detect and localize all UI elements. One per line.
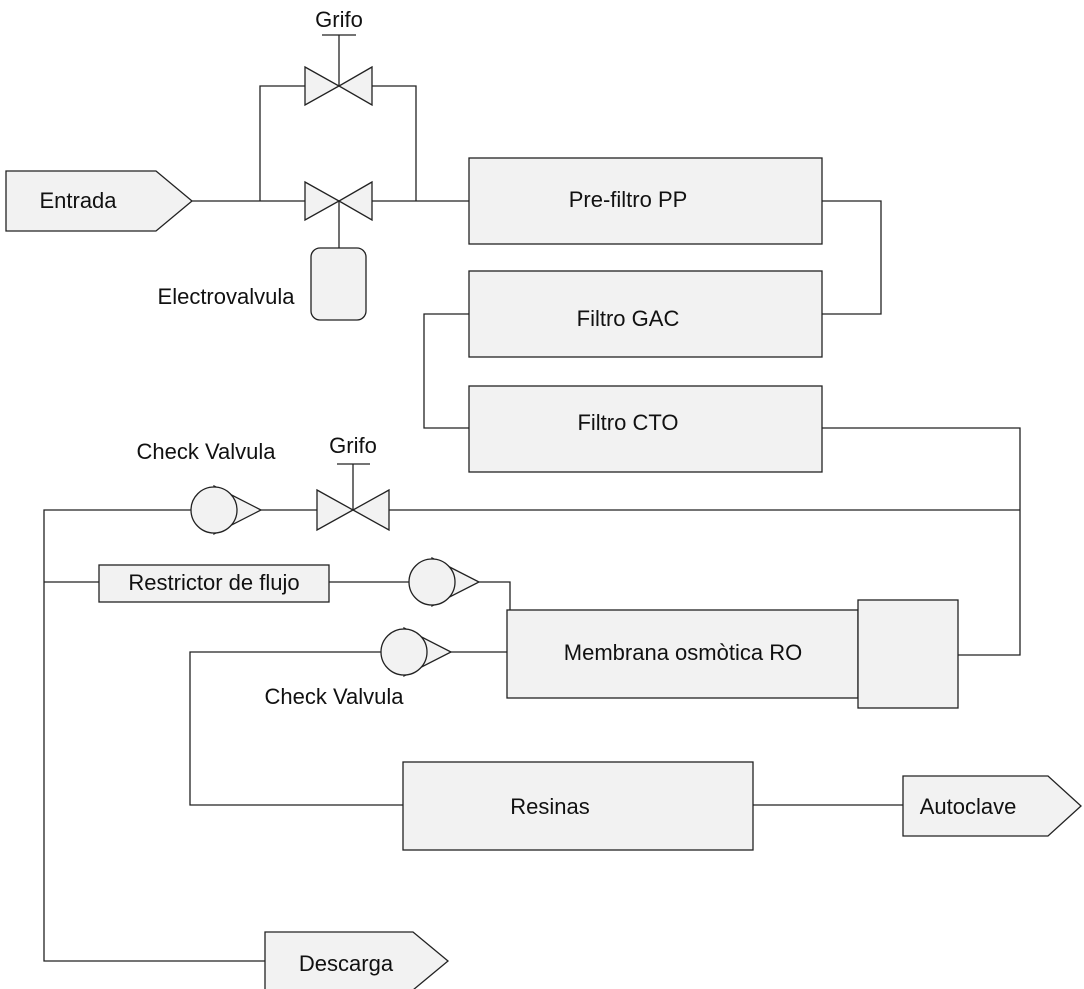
check-valve-restrictor[interactable] xyxy=(408,556,481,608)
pipe-gac-cto xyxy=(423,313,469,429)
entrada-label: Entrada xyxy=(39,188,117,213)
prefiltro-label: Pre-filtro PP xyxy=(569,187,688,212)
resinas-label: Resinas xyxy=(510,794,589,819)
descarga-node: Descarga xyxy=(264,931,450,989)
membrana-housing xyxy=(857,599,959,709)
check-valve-top[interactable] xyxy=(190,484,263,536)
grifo-top-label: Grifo xyxy=(315,7,363,32)
filtro-cto-label: Filtro CTO xyxy=(577,410,678,435)
grifo-mid-label: Grifo xyxy=(329,433,377,458)
filtro-gac-label: Filtro GAC xyxy=(577,306,680,331)
descarga-label: Descarga xyxy=(299,951,394,976)
filtro-cto-box: Filtro CTO xyxy=(468,385,823,473)
pipe-cto-trunk xyxy=(822,427,1021,656)
autoclave-node: Autoclave xyxy=(902,775,1082,837)
entrada-node: Entrada xyxy=(5,170,194,232)
pipe-check-left-trunk xyxy=(43,509,265,962)
check-valvula-bottom-label: Check Valvula xyxy=(265,684,405,709)
check-valve-bottom[interactable] xyxy=(380,626,453,678)
restrictor-label: Restrictor de flujo xyxy=(128,570,299,595)
gate-valve-mid[interactable] xyxy=(316,488,390,532)
autoclave-label: Autoclave xyxy=(920,794,1017,819)
pipes xyxy=(43,34,1021,962)
gate-valve-top[interactable] xyxy=(304,65,373,107)
membrana-box: Membrana osmòtica RO xyxy=(506,599,959,709)
solenoid-actuator xyxy=(310,247,367,321)
prefiltro-box: Pre-filtro PP xyxy=(468,157,823,245)
pipe-bypass-left xyxy=(259,85,305,201)
pipe-check-membrane-reject xyxy=(479,581,511,610)
pipe-prefilter-gac xyxy=(822,200,882,315)
pipe-check-resinas xyxy=(189,651,403,806)
membrana-label: Membrana osmòtica RO xyxy=(564,640,802,665)
filtro-gac-box: Filtro GAC xyxy=(468,270,823,358)
electrovalvula-label: Electrovalvula xyxy=(158,284,296,309)
pipe-bypass-right xyxy=(372,85,417,201)
solenoid-valve[interactable] xyxy=(304,180,373,321)
resinas-box: Resinas xyxy=(402,761,754,851)
restrictor-box: Restrictor de flujo xyxy=(98,564,330,603)
check-valvula-top-label: Check Valvula xyxy=(137,439,277,464)
